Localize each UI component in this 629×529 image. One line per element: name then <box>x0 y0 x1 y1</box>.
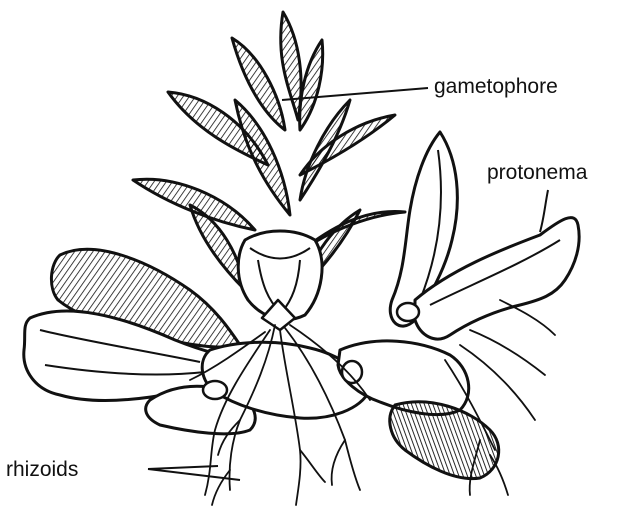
leader-rhizoids-1 <box>148 466 218 469</box>
protonema-label: protonema <box>487 162 587 183</box>
rhizoids-label: rhizoids <box>6 459 78 480</box>
gametophore-label: gametophore <box>434 76 558 97</box>
leader-protonema <box>540 190 548 232</box>
protonema-lobe-bottom-right <box>390 402 499 479</box>
